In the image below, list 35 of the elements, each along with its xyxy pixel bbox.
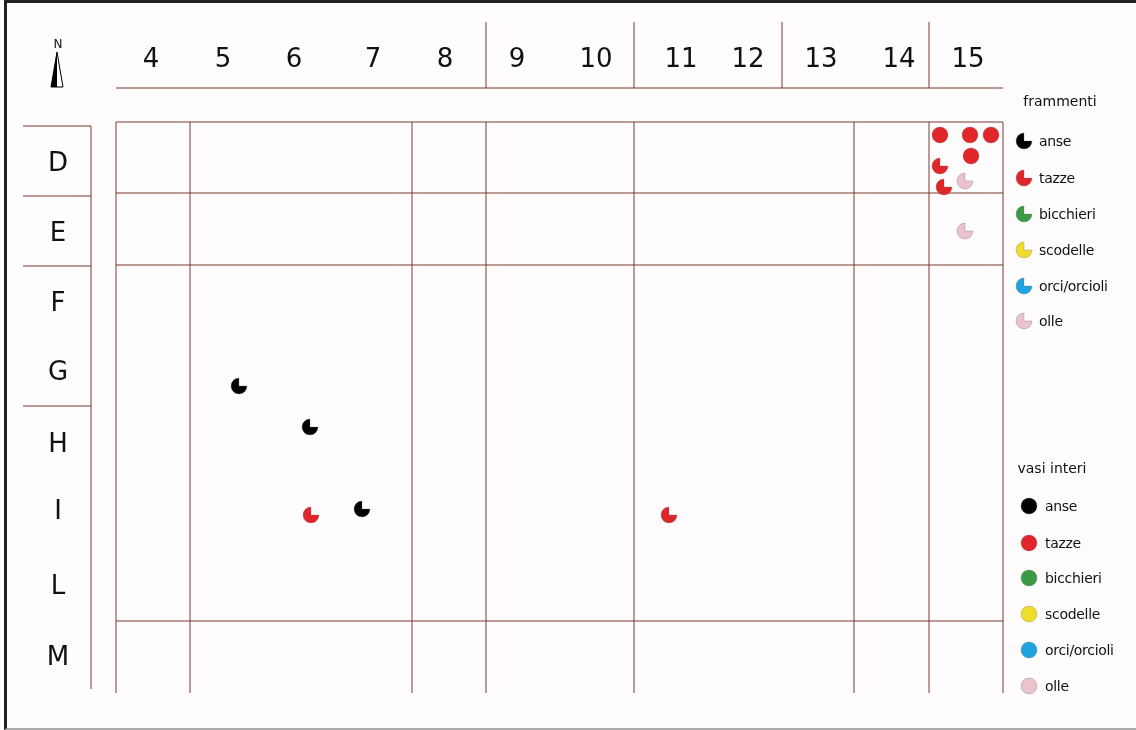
column-number: 9: [508, 45, 526, 71]
legend-label: anse: [1045, 499, 1078, 513]
column-number: 11: [664, 45, 698, 71]
column-number: 13: [804, 45, 838, 71]
legend-label: anse: [1039, 134, 1072, 148]
row-letter: H: [48, 430, 68, 456]
legend-label: orci/orcioli: [1045, 643, 1114, 657]
column-number: 10: [579, 45, 613, 71]
row-letter: D: [48, 149, 68, 175]
legend-heading: frammenti: [1023, 94, 1097, 108]
north-label: N: [53, 38, 63, 50]
column-number: 6: [285, 45, 303, 71]
legend-label: tazze: [1045, 536, 1081, 550]
legend-label: scodelle: [1045, 607, 1101, 621]
column-number: 12: [731, 45, 765, 71]
legend-label: bicchieri: [1039, 207, 1096, 221]
legend-label: olle: [1039, 314, 1063, 328]
column-number: 14: [882, 45, 916, 71]
row-letter: M: [46, 643, 70, 669]
row-letter: L: [50, 572, 66, 598]
row-letter: E: [49, 219, 67, 245]
legend-label: olle: [1045, 679, 1069, 693]
column-number: 8: [436, 45, 454, 71]
legend-label: tazze: [1039, 171, 1075, 185]
column-number: 15: [951, 45, 985, 71]
row-letter: G: [47, 358, 69, 384]
legend-label: orci/orcioli: [1039, 279, 1108, 293]
column-number: 4: [142, 45, 160, 71]
legend-label: bicchieri: [1045, 571, 1102, 585]
row-letter: I: [54, 497, 62, 523]
column-number: 5: [214, 45, 232, 71]
legend-label: scodelle: [1039, 243, 1095, 257]
legend-heading: vasi interi: [1017, 461, 1087, 475]
row-letter: F: [50, 289, 66, 315]
column-number: 7: [364, 45, 382, 71]
